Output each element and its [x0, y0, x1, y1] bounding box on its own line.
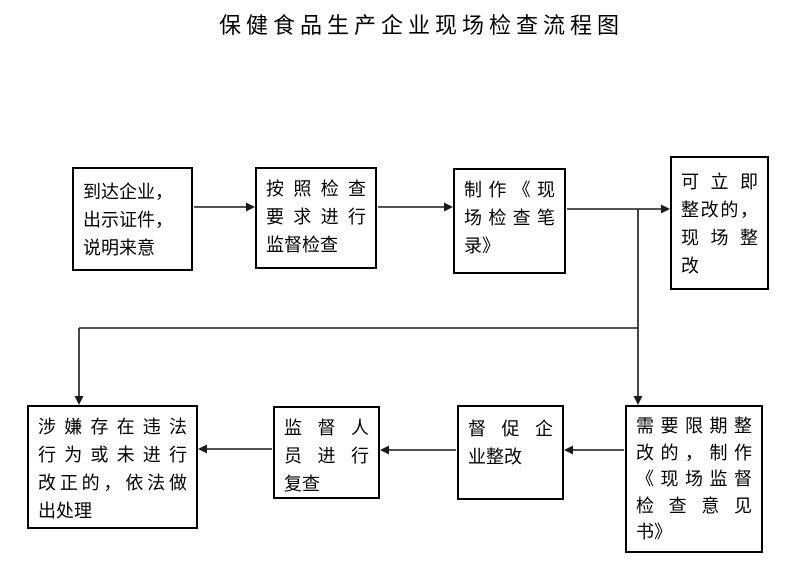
- box-text-line: 检查意见: [636, 495, 752, 516]
- flow-box-supervisor-recheck: 监督人员进行复查: [273, 406, 380, 499]
- box-text-line: 说明来意: [83, 238, 155, 258]
- box-text-line: 业整改: [468, 447, 522, 467]
- flow-box-supervision-inspection: 按照检查要求进行监督检查: [255, 167, 377, 269]
- box-text-line: 整改的，: [681, 200, 758, 220]
- box-text-line: 出示证件，: [83, 210, 173, 230]
- box-text-line: 现场整: [681, 228, 758, 248]
- flow-box-make-inspection-record: 制作《现场检查笔录》: [453, 168, 566, 274]
- box-text-line: 监督人: [284, 418, 369, 438]
- flow-box-urge-rectification: 督促企业整改: [457, 405, 564, 500]
- box-text-line: 书》: [636, 522, 672, 542]
- box-text-line: 要求进行: [266, 207, 366, 227]
- box-text-line: 复查: [284, 474, 320, 494]
- box-text-line: 督促企: [468, 419, 553, 439]
- flow-box-deadline-rectification-opinion: 需要限期整改的，制作《现场监督检查意见书》: [625, 405, 763, 553]
- box-text-line: 场检查笔: [464, 208, 555, 228]
- box-text-line: 涉嫌存在违法: [38, 417, 187, 437]
- box-text-line: 员进行: [284, 446, 369, 466]
- flow-box-legal-punishment: 涉嫌存在违法行为或未进行改正的，依法做出处理: [27, 405, 198, 529]
- box-text-line: 出处理: [38, 501, 92, 521]
- box-text-line: 《现场监督: [636, 469, 752, 489]
- page-title: 保健食品生产企业现场检查流程图: [219, 13, 625, 38]
- flow-box-arrive-enterprise: 到达企业， 出示证件， 说明来意: [72, 167, 193, 271]
- arrow-branch-to-deadline: [633, 209, 643, 405]
- arrow-branch-to-punish: [74, 327, 638, 405]
- arrow-recheck-to-punish: [198, 444, 272, 454]
- box-text-line: 可立即: [681, 172, 758, 192]
- box-text-line: 行为或未进行: [38, 445, 187, 465]
- arrow-inspect-to-record: [378, 202, 453, 212]
- box-text-line: 需要限期整: [636, 416, 752, 436]
- box-text-line: 改: [681, 256, 699, 276]
- box-text-line: 录》: [464, 236, 500, 256]
- arrow-record-to-immediate: [567, 204, 670, 214]
- arrow-arrive-to-inspect: [194, 202, 255, 212]
- arrow-deadline-to-urge: [564, 445, 624, 455]
- box-text-line: 制作《现: [464, 180, 555, 200]
- box-text-line: 按照检查: [266, 179, 366, 199]
- box-text-line: 到达企业，: [83, 182, 173, 202]
- box-text-line: 监督检查: [266, 235, 338, 255]
- box-text-line: 改的，制作: [636, 442, 752, 463]
- box-text-line: 改正的，依法做: [38, 473, 187, 493]
- arrow-urge-to-recheck: [380, 445, 456, 455]
- flow-box-immediate-rectification: 可立即整改的， 现场整改: [670, 156, 769, 290]
